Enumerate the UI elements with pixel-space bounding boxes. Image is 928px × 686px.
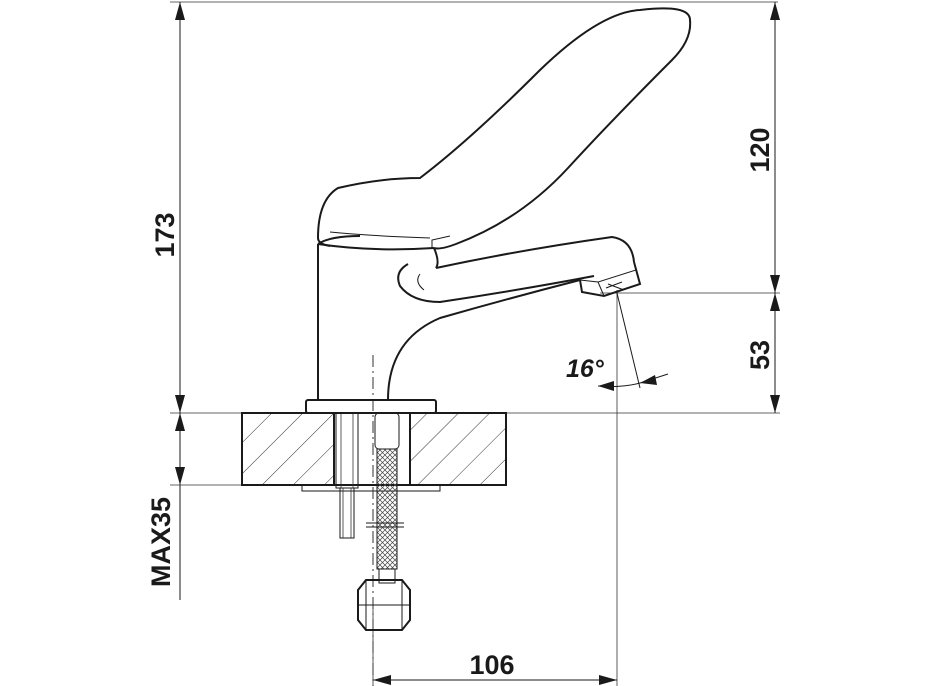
fixing-stud	[335, 412, 359, 539]
dimension-max35-label: MAX35	[146, 497, 176, 587]
faucet-body	[317, 235, 642, 401]
dimension-120-label: 120	[745, 127, 775, 172]
dimension-106-label: 106	[469, 650, 514, 680]
dimension-173: 173	[150, 2, 185, 413]
dimension-120: 120	[745, 2, 780, 293]
angle-16-label: 16°	[566, 355, 605, 383]
dimension-max35: MAX35	[146, 413, 185, 600]
extension-lines	[170, 1, 780, 686]
flexible-hose	[357, 412, 411, 631]
dimension-53: 53	[745, 293, 780, 413]
faucet-base	[305, 399, 437, 414]
dimension-53-label: 53	[745, 340, 775, 370]
dimension-106: 106	[373, 650, 617, 685]
lever-handle	[317, 7, 692, 250]
dimension-173-label: 173	[150, 212, 180, 257]
angle-16: 16°	[566, 292, 669, 391]
countertop-section	[241, 412, 507, 492]
